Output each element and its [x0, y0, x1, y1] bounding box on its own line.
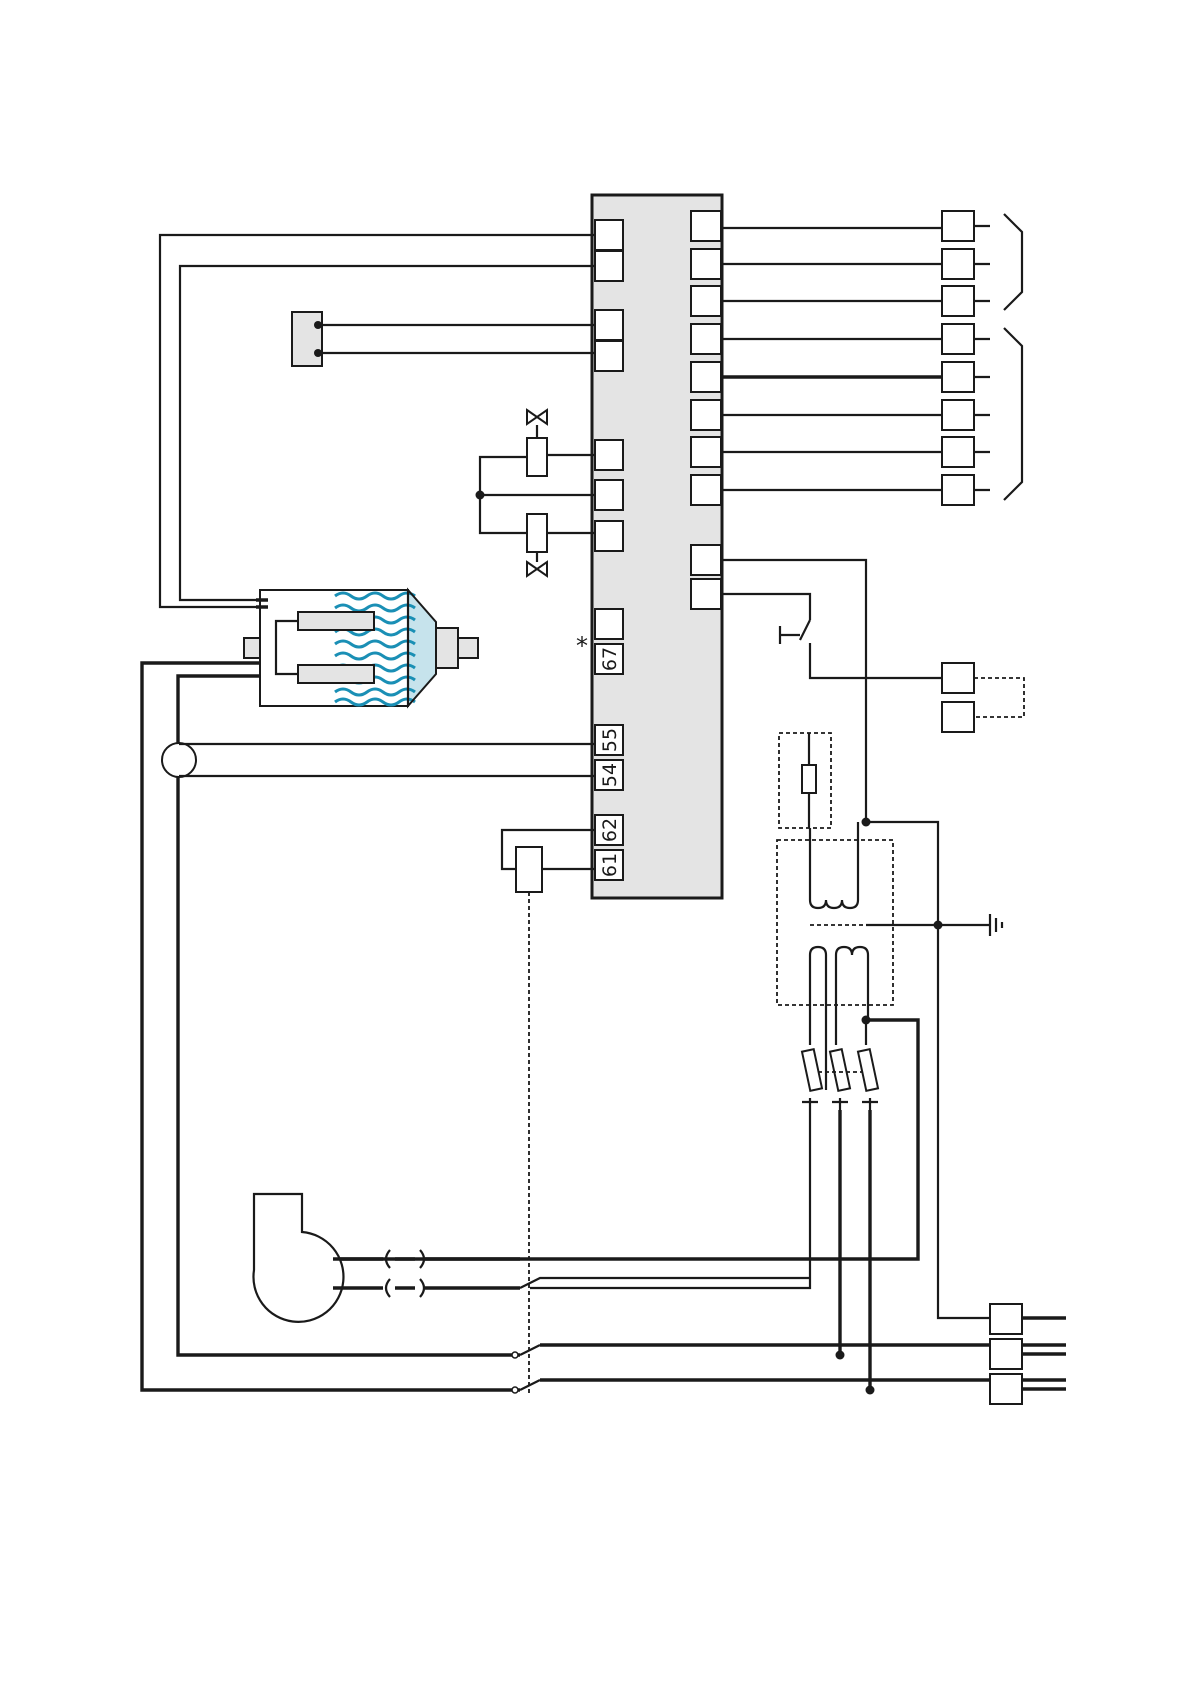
cylinder-power-wire	[178, 676, 520, 1355]
fan-blower-icon	[253, 1194, 520, 1322]
terminal	[595, 480, 623, 510]
terminal	[595, 310, 623, 340]
terminal	[595, 609, 623, 639]
terminal	[595, 521, 623, 551]
terminal	[595, 220, 623, 250]
connector-block	[292, 312, 595, 366]
terminal	[691, 286, 721, 316]
fan-supply-wire	[530, 1110, 810, 1288]
current-transformer-icon	[162, 743, 595, 777]
terminal	[595, 251, 623, 281]
terminal	[691, 400, 721, 430]
terminal-label-61: 61	[599, 853, 621, 877]
controller-board: 67 55 54 62 61 *	[576, 195, 722, 898]
contactor-coil	[502, 830, 595, 1395]
push-button-icon	[780, 620, 810, 644]
terminal	[691, 324, 721, 354]
terminal-label-55: 55	[599, 728, 621, 752]
fuse-icon	[802, 765, 816, 793]
note-asterisk: *	[576, 632, 588, 660]
terminal	[691, 437, 721, 467]
terminal	[691, 579, 721, 609]
group-brace	[1004, 214, 1022, 310]
terminal-label-62: 62	[599, 818, 621, 842]
solenoid-valve-icon	[527, 410, 595, 476]
terminal	[691, 211, 721, 241]
group-brace	[1004, 328, 1022, 500]
terminal	[691, 545, 721, 575]
terminal	[691, 249, 721, 279]
ground-icon	[866, 914, 1002, 936]
contactor-switch-icon	[512, 1278, 810, 1393]
mains-terminal-block	[990, 1304, 1066, 1404]
external-terminal-block	[942, 211, 1024, 732]
fuse-icon	[802, 1049, 878, 1110]
terminal-label-67: 67	[599, 647, 621, 671]
terminal	[595, 341, 623, 371]
terminal	[691, 475, 721, 505]
terminal-label-54: 54	[599, 763, 621, 787]
terminal	[595, 440, 623, 470]
terminal	[691, 362, 721, 392]
signal-wires	[721, 228, 942, 490]
humidifier-cylinder-icon	[244, 590, 478, 706]
solenoid-valve-icon	[527, 514, 595, 576]
